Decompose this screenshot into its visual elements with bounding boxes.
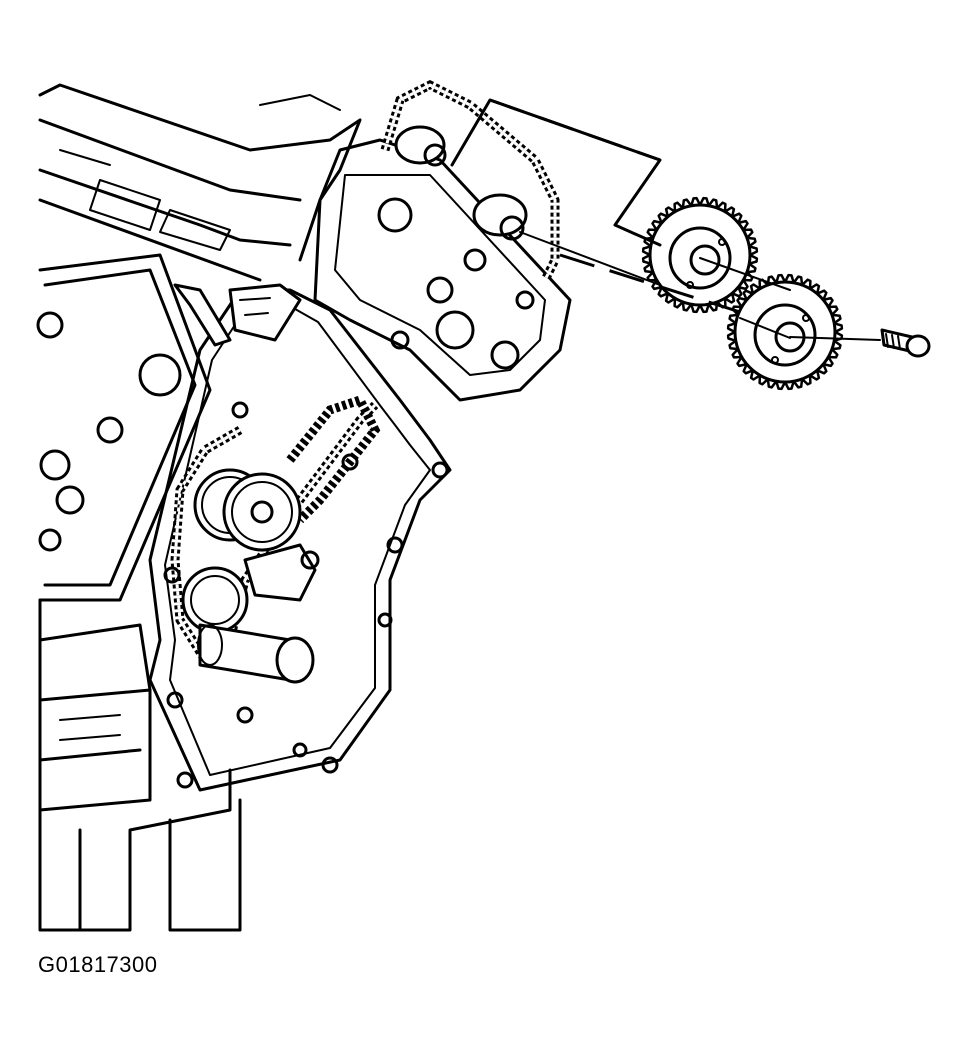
engine-block — [36, 83, 362, 932]
cylinder-head — [313, 125, 572, 402]
exhaust-cam-sprocket — [648, 203, 752, 307]
front-cover-gasket — [148, 288, 452, 792]
intake-cam-sprocket — [733, 280, 837, 384]
timing-chains — [170, 79, 560, 667]
crank-sprockets — [163, 401, 359, 684]
alignment-lines — [450, 98, 881, 341]
figure-id-label: G01817300 — [38, 952, 158, 977]
sprocket-bolt — [880, 328, 931, 358]
chain-guide — [173, 283, 302, 347]
